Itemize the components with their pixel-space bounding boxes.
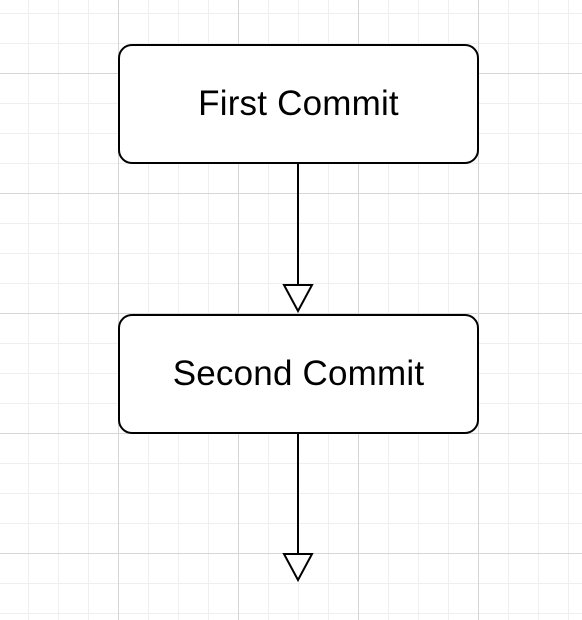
hollow-arrowhead-icon xyxy=(282,284,314,314)
node-first-commit[interactable]: First Commit xyxy=(118,44,479,164)
node-label: First Commit xyxy=(198,84,399,123)
edge-second-to-next[interactable] xyxy=(282,434,314,583)
edge-first-to-second[interactable] xyxy=(282,164,314,314)
node-label: Second Commit xyxy=(172,354,425,393)
hollow-arrowhead-icon xyxy=(282,553,314,583)
node-second-commit[interactable]: Second Commit xyxy=(118,314,479,434)
